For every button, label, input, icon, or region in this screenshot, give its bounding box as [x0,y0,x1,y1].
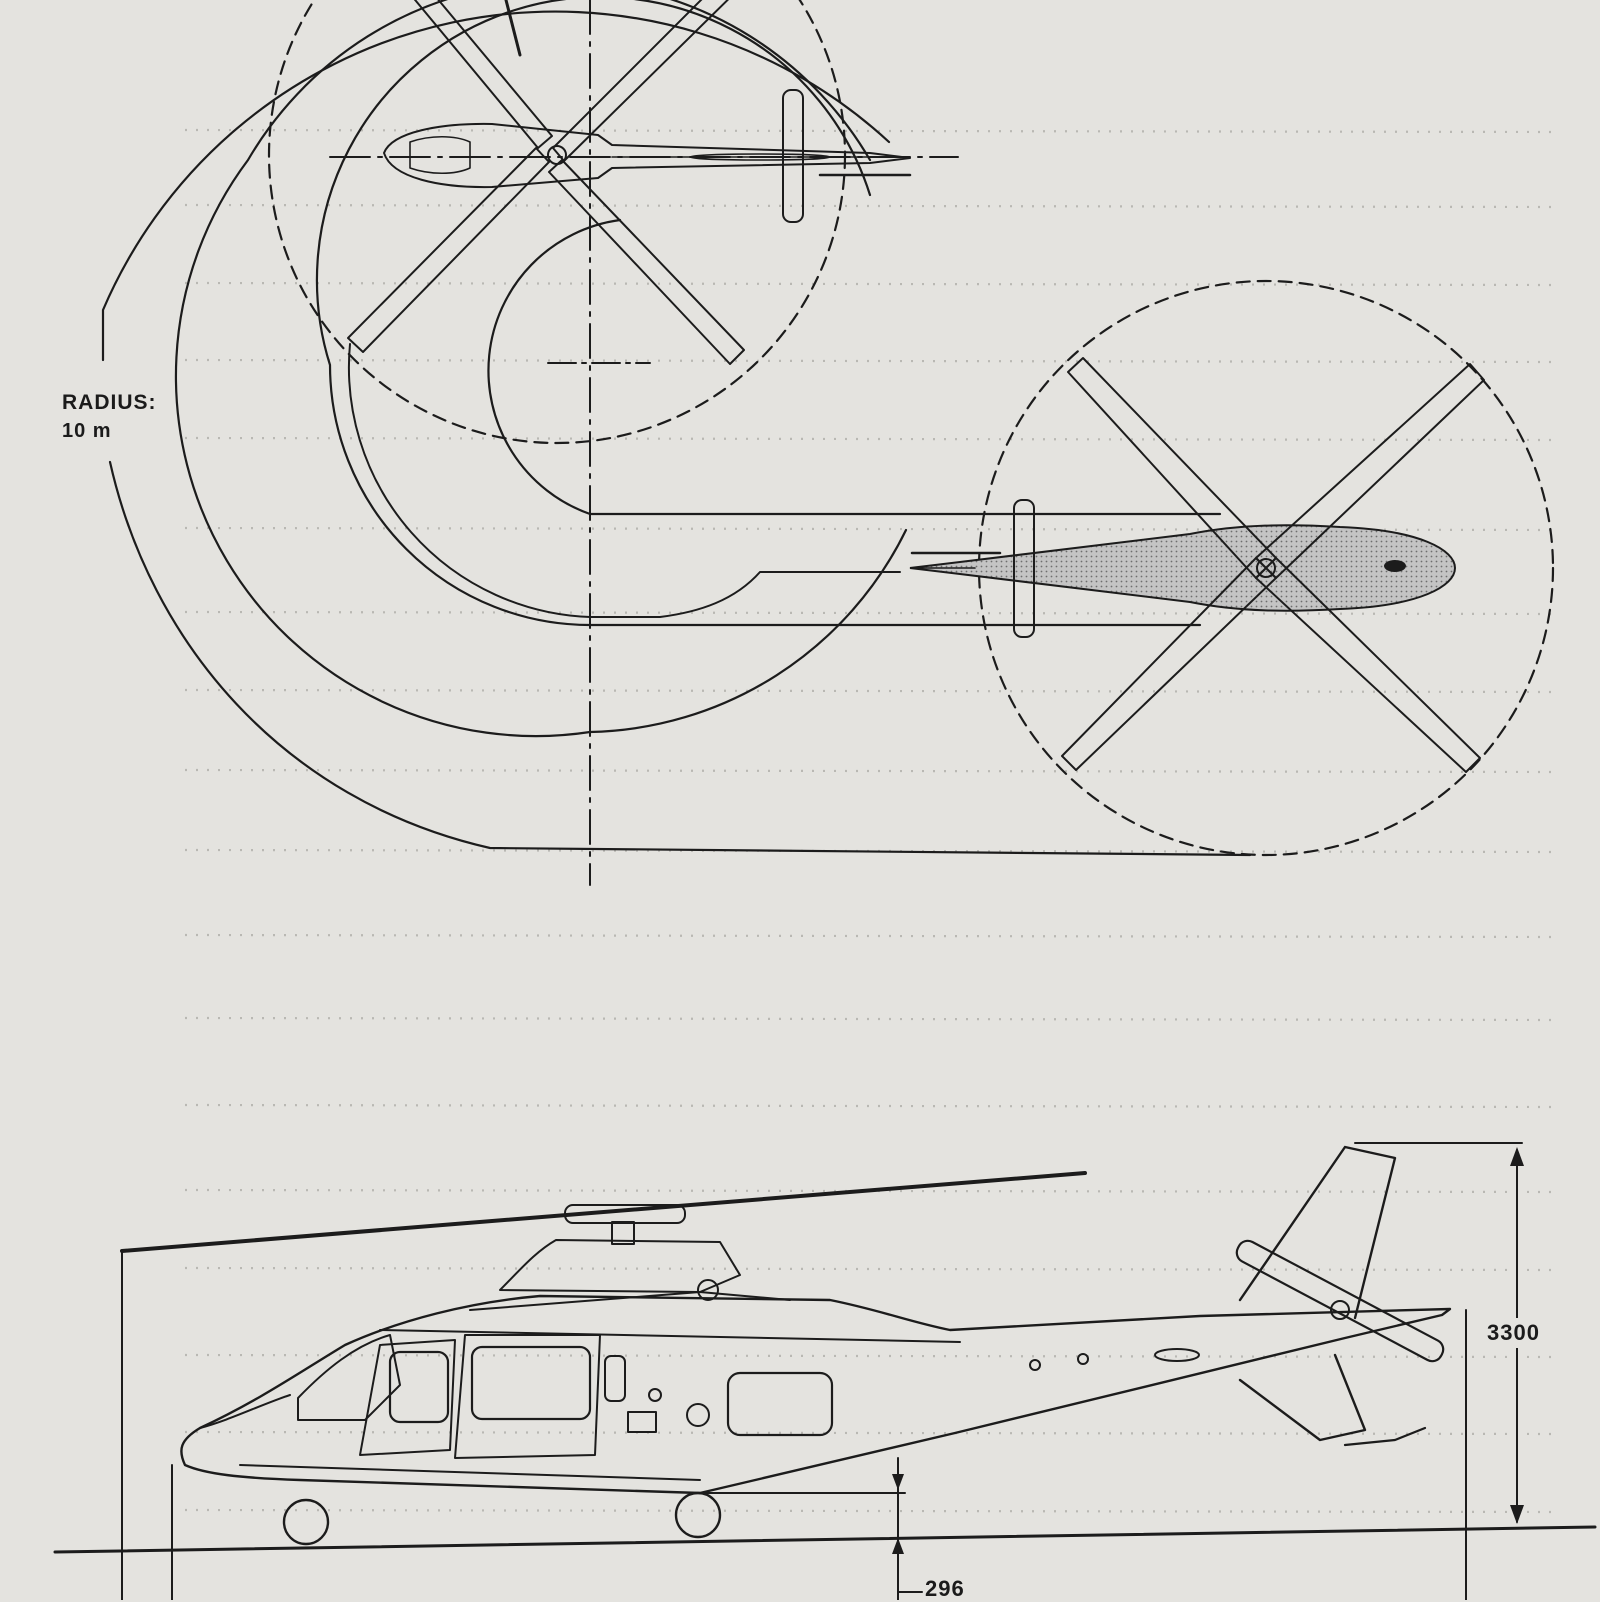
middle-turn-path [174,0,908,738]
ground-line [53,1525,1597,1554]
dotted-rule [184,933,1561,939]
dotted-rule [184,281,1561,287]
main-rotor-start [347,0,745,365]
tailboom-slot-start [689,153,831,161]
dotted-rule [184,1430,1561,1436]
ventral-fin [1238,1353,1367,1442]
dotted-rule [184,1266,1561,1272]
main-wheel [674,1491,722,1539]
main-rotor-end [1061,357,1485,773]
dotted-rule [184,768,1561,774]
rear-window [726,1371,834,1437]
dotted-ruling-lines [184,128,1561,1514]
tail-skid [1343,1426,1427,1447]
height-dimension-label: 3300 [1485,1318,1542,1348]
cabin-door-window [470,1345,592,1421]
tail-rotor-blade-side [1235,1239,1445,1363]
cockpit-door [359,1339,456,1456]
nose-wheel [282,1498,330,1546]
vertical-tail-fin [1238,1145,1397,1320]
tail-tip-path [487,218,1222,516]
windshield [297,1334,401,1421]
radius-label: RADIUS: [62,391,157,414]
helicopter-top-view-end [909,357,1485,773]
fuselage-side [180,1294,1452,1495]
fuselage-outline-start [383,122,911,189]
height-arrow-bottom [1510,1505,1524,1524]
pitch-link [504,0,522,57]
cockpit-door-window [388,1350,450,1424]
tail-porthole [1077,1353,1089,1365]
rotor-hub-end [1256,558,1276,578]
dotted-rule [184,1016,1561,1022]
access-panel [627,1411,657,1433]
rotor-blade [548,159,745,365]
rotor-mast [611,1221,635,1245]
dotted-rule [184,1353,1561,1359]
height-arrow-top [1510,1147,1524,1166]
dotted-rule [184,436,1561,442]
dotted-rule [184,848,1561,854]
clearance-arrow-top [892,1474,904,1490]
inner-turn-path [315,0,1202,627]
dotted-rule [184,1103,1561,1109]
cockpit-start [409,135,471,175]
dotted-rule [184,610,1561,616]
small-window [604,1355,626,1402]
roof-line [379,1329,961,1343]
dotted-rule [184,358,1561,364]
belly-line [239,1464,701,1481]
dotted-rule [184,1508,1561,1514]
helicopter-top-view-start [347,0,912,365]
dotted-rule [184,1188,1561,1194]
vent-circle-small [648,1388,662,1402]
rotor-blade [347,147,550,353]
tail-stabilizer-start [782,89,804,223]
outer-turn-path [101,10,891,362]
rotor-blade [413,0,553,149]
tail-porthole [1029,1359,1041,1371]
side-elevation [53,1142,1597,1600]
rotor-blade [1067,357,1277,579]
engine-cowling-2 [469,1291,791,1311]
inner-turn-path-2 [347,343,901,618]
dotted-rule [184,203,1561,209]
rotor-blade [1061,557,1277,771]
rotor-blade [552,0,729,162]
tail-stabilizer-end [1013,499,1035,638]
exhaust [697,1279,719,1301]
fuselage-marker-end [1384,560,1406,572]
main-rotor-blade-side [120,1171,1087,1253]
vent-circle [686,1403,710,1427]
rotor-hub-start [547,145,567,165]
engine-cowling [499,1239,741,1293]
cabin-door [454,1334,601,1459]
plan-view [101,0,1555,886]
dotted-rule [184,128,1561,134]
dotted-rule [184,688,1561,694]
nose-line [199,1394,291,1429]
tail-rotor-hub-side [1330,1300,1350,1320]
clearance-dimension-label: 296 [925,1576,965,1601]
tail-vent [1154,1348,1200,1362]
clearance-arrow-bottom [892,1538,904,1554]
fuselage-end [909,524,1457,612]
rotor-disc-start [267,0,847,445]
outer-turn-path-lower [108,460,1252,857]
rotor-disc-end [977,279,1555,857]
radius-value: 10 m [62,420,112,442]
